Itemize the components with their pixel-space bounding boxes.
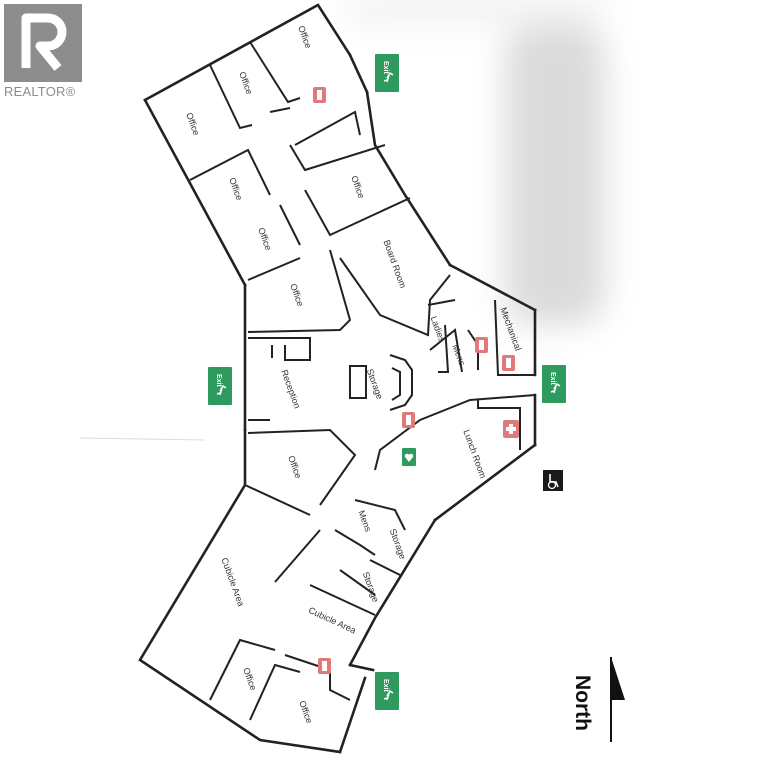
label-storage-bottom-a: Storage	[388, 527, 408, 560]
realtor-wordmark: REALTOR®	[4, 84, 76, 99]
label-office-top: Office	[296, 24, 313, 49]
fire-extinguisher-icon	[502, 355, 515, 371]
label-mens-top: Mens	[450, 343, 467, 368]
exit-running-man-icon	[383, 689, 394, 701]
label-cubicle-area-large: Cubicle Area	[219, 556, 246, 607]
exit-running-man-icon	[383, 71, 394, 83]
north-label: North	[571, 675, 594, 731]
north-arrow-icon	[610, 657, 625, 742]
svg-text:Exit: Exit	[382, 61, 389, 75]
exit-running-man-icon	[216, 384, 227, 396]
fire-extinguisher-icon	[475, 337, 488, 353]
label-office-mid-b: Office	[256, 226, 273, 251]
svg-text:Exit: Exit	[215, 374, 222, 388]
realtor-logo-icon	[4, 4, 82, 82]
outer-walls	[138, 3, 537, 754]
label-office-left-top: Office	[237, 70, 254, 95]
label-office-bottom-a: Office	[241, 666, 258, 691]
svg-text:Exit: Exit	[382, 679, 389, 693]
wheelchair-access-icon	[543, 470, 563, 491]
realtor-watermark: REALTOR®	[4, 4, 90, 99]
label-lunch-room: Lunch Room	[461, 428, 488, 479]
label-office-lower: Office	[286, 454, 303, 479]
label-office-right-wing: Office	[349, 174, 366, 199]
exit-running-man-icon	[550, 382, 561, 394]
blurred-area	[505, 25, 605, 325]
fire-extinguisher-icon	[313, 87, 326, 103]
exit-sign-left: Exit	[208, 367, 232, 405]
scan-artifact-line	[79, 437, 206, 441]
inner-walls	[189, 41, 536, 721]
exit-sign-right: Exit	[542, 365, 566, 403]
label-mechanical: Mechanical	[498, 306, 523, 352]
label-office-mid-a: Office	[227, 176, 244, 201]
label-office-center: Office	[288, 282, 305, 307]
aed-heart-icon	[402, 448, 416, 466]
fire-extinguisher-icon	[402, 412, 415, 428]
label-board-room: Board Room	[381, 239, 408, 290]
fire-extinguisher-icon	[318, 658, 331, 674]
first-aid-icon	[503, 420, 519, 438]
label-office-bottom-b: Office	[297, 699, 314, 724]
label-cubicle-area-small: Cubicle Area	[307, 605, 357, 636]
blurred-area-small	[345, 0, 605, 22]
room-labels: Office Office Office Office Office Offic…	[184, 24, 523, 724]
exit-sign-top: Exit	[375, 54, 399, 92]
label-reception: Reception	[279, 368, 302, 410]
label-office-far-left: Office	[184, 111, 201, 136]
label-mens-bottom: Mens	[356, 509, 373, 534]
label-storage-center: Storage	[365, 367, 385, 400]
exit-sign-bottom: Exit	[375, 672, 399, 710]
svg-text:Exit: Exit	[549, 372, 556, 386]
